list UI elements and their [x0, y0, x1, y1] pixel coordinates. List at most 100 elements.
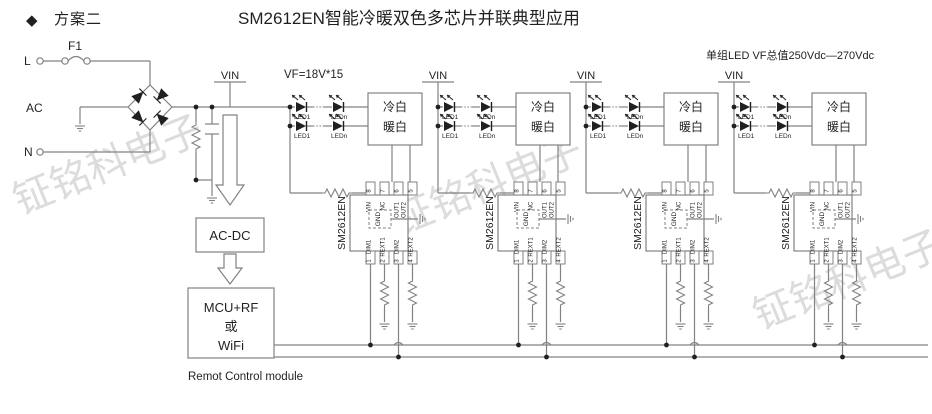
rext2-ground-icon [406, 323, 419, 330]
ic-body [497, 194, 557, 252]
cool-white-label: 冷白 [531, 99, 555, 114]
pin-number: 4 [557, 259, 563, 263]
ac-input-section [36, 55, 151, 156]
junction-dot [731, 104, 737, 110]
rext1-ground-icon [674, 323, 687, 330]
ic-pins-top: 8 VIN 7 NC 6 OUT1 5 OUT2 [809, 181, 862, 218]
junction-dot [692, 354, 697, 360]
led-module-box [811, 92, 867, 146]
wire-hop [837, 341, 848, 346]
pin-name: OUT1 [691, 201, 697, 218]
pin-number: 7 [825, 189, 831, 193]
junction-dot [516, 342, 521, 348]
pin-name: DIM2 [395, 239, 401, 254]
led-first-label: LED1 [738, 114, 755, 121]
vin-rail-tap [214, 81, 246, 107]
ic-part-number: SM2612EN [632, 196, 644, 250]
channel-block-1: VF=18V*15 LED1 LEDn LED1 [284, 69, 426, 360]
pin-number: 2 [529, 259, 535, 263]
led-module-box [515, 92, 571, 146]
led-symbol-last-row1 [624, 94, 641, 113]
vin-label-channel: VIN [429, 70, 447, 82]
junction-dot [193, 104, 199, 110]
led-vf-total-note: 单组LED VF总值250Vdc—270Vdc [706, 50, 875, 62]
led-last-label: LEDn [479, 114, 496, 121]
led-module-box [663, 92, 719, 146]
pin-name: VIN [811, 202, 817, 212]
pin-name: REXT2 [853, 237, 859, 257]
pin-name: REXT1 [381, 237, 387, 257]
pin-name: OUT1 [543, 201, 549, 218]
cool-white-label: 冷白 [383, 99, 407, 114]
pin-name: NC [529, 201, 535, 210]
ic-gnd-label: GND [819, 211, 826, 226]
pin-number: 6 [839, 189, 845, 193]
led-last-label: LEDn [479, 133, 496, 140]
ic-pins-top: 8 VIN 7 NC 6 OUT1 5 OUT2 [513, 181, 566, 218]
pin-name: OUT2 [402, 201, 408, 218]
junction-dot [287, 104, 293, 110]
junction-dot [812, 342, 817, 348]
pin-number: 1 [663, 259, 669, 263]
pin-number: 3 [395, 259, 401, 263]
pin-name: REXT2 [705, 237, 711, 257]
pin-name: OUT1 [395, 201, 401, 218]
pin-name: VIN [367, 202, 373, 212]
watermark-text: 钲铭科电子 [7, 107, 210, 225]
cool-white-label: 冷白 [827, 99, 851, 114]
pin-number: 4 [853, 259, 859, 263]
led-symbol-last-row1 [476, 94, 493, 113]
pin-name: DIM1 [663, 239, 669, 254]
pin-number: 3 [691, 259, 697, 263]
ac-earth-ground-icon [74, 125, 86, 132]
ic-part-number: SM2612EN [484, 196, 496, 250]
page-title: SM2612EN智能冷暖双色多芯片并联典型应用 [238, 9, 580, 28]
junction-dot [435, 123, 441, 129]
channel-block-4: VIN LED1 LEDn LED1 LEDn 冷白 暖白 SM2612EN G… [718, 70, 867, 360]
bridge-diodes [131, 88, 169, 126]
pin-number: 7 [529, 189, 535, 193]
pin-name: OUT2 [698, 201, 704, 218]
pin-number: 5 [557, 189, 563, 193]
vin-series-resistor [321, 188, 353, 198]
junction-dot [287, 123, 293, 129]
led-first-label: LED1 [294, 114, 311, 121]
pin-number: 5 [705, 189, 711, 193]
pin-name: DIM2 [839, 239, 845, 254]
warm-white-label: 暖白 [383, 119, 407, 134]
pin-name: OUT2 [550, 201, 556, 218]
led-first-label: LED1 [738, 133, 755, 140]
led-first-label: LED1 [590, 114, 607, 121]
pin-number: 3 [543, 259, 549, 263]
junction-dot [193, 177, 199, 183]
led-last-label: LEDn [775, 133, 792, 140]
vin-label-main: VIN [221, 70, 239, 82]
pin-number: 8 [515, 189, 521, 193]
pin-number: 3 [839, 259, 845, 263]
vf-string-note: VF=18V*15 [284, 69, 343, 81]
ic-ground-icon [715, 213, 722, 225]
pin-name: DIM1 [811, 239, 817, 254]
channel-block-2: VIN LED1 LEDn LED1 LEDn 冷白 暖白 SM2612EN G… [422, 70, 574, 360]
ic-pins-top: 8 VIN 7 NC 6 OUT1 5 OUT2 [661, 181, 714, 218]
led-last-label: LEDn [331, 133, 348, 140]
mcu-label-line2: 或 [224, 319, 237, 334]
section-bullet-icon: ◆ [26, 12, 38, 29]
rext1-ground-icon [822, 323, 835, 330]
junction-dot [435, 104, 441, 110]
junction-dot [664, 342, 669, 348]
rext2-resistor [703, 277, 714, 309]
remote-module-caption: Remot Control module [188, 371, 303, 383]
pin-name: REXT2 [557, 237, 563, 257]
pin-name: VIN [515, 202, 521, 212]
rext1-resistor [379, 277, 390, 309]
rext2-resistor [555, 277, 566, 309]
fuse-label: F1 [68, 39, 82, 53]
bulk-ground-icon [206, 197, 218, 204]
led-last-label: LEDn [627, 133, 644, 140]
pin-name: NC [677, 201, 683, 210]
pin-number: 2 [677, 259, 683, 263]
rext1-ground-icon [378, 323, 391, 330]
dim-bus-lines [274, 344, 928, 358]
junction-dot [583, 123, 589, 129]
